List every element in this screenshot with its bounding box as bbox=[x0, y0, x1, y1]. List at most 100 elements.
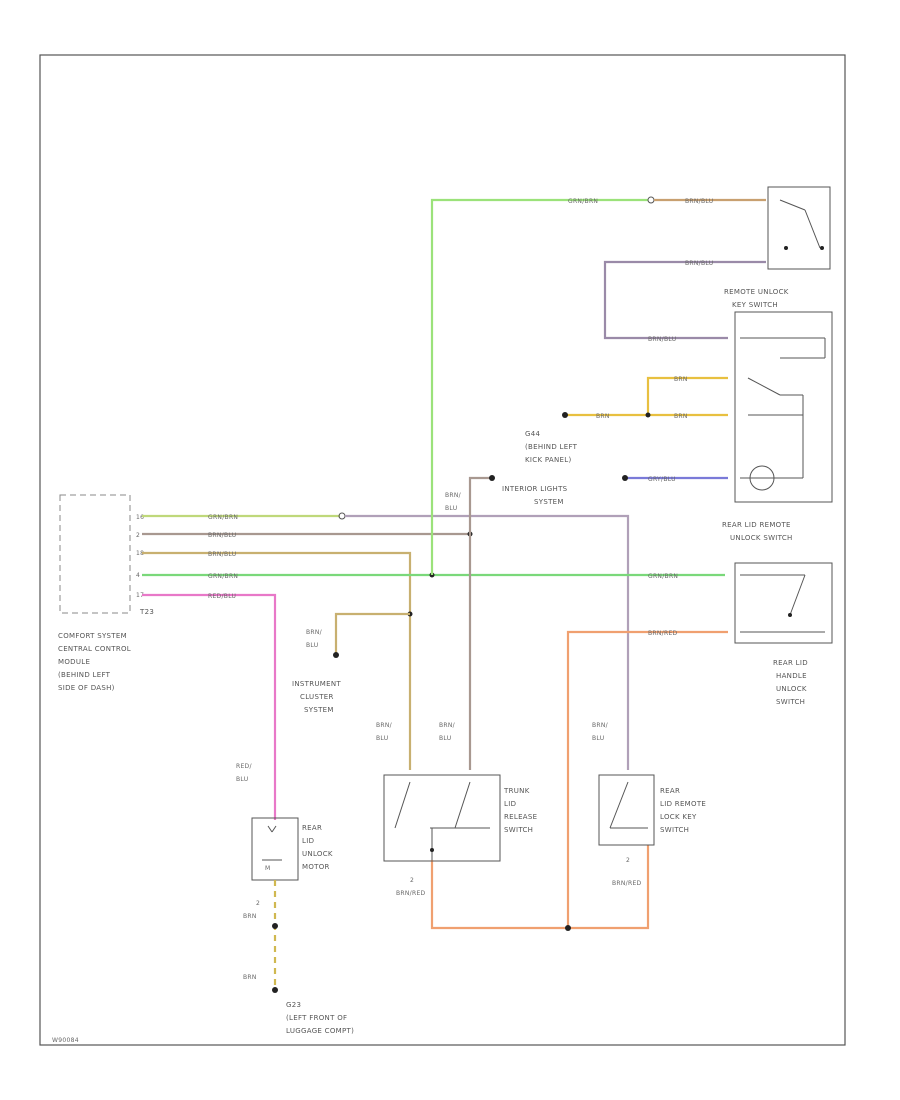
diagram-frame bbox=[39, 54, 846, 1046]
svg-text:BRN: BRN bbox=[243, 913, 257, 920]
gry-blu-point bbox=[622, 475, 628, 481]
wire-green-vertical bbox=[430, 198, 648, 575]
svg-text:UNLOCK SWITCH: UNLOCK SWITCH bbox=[730, 534, 793, 542]
svg-text:2: 2 bbox=[626, 857, 630, 864]
wire-brn-upper bbox=[646, 376, 728, 415]
svg-text:BLU: BLU bbox=[592, 735, 604, 742]
svg-text:TRUNK: TRUNK bbox=[503, 787, 530, 795]
remote-switch-label: REMOTE UNLOCK KEY SWITCH bbox=[724, 288, 789, 309]
t23-label: T23 bbox=[139, 608, 154, 616]
svg-text:LOCK KEY: LOCK KEY bbox=[660, 813, 697, 821]
svg-text:BLU: BLU bbox=[236, 776, 248, 783]
wire-interior-lights bbox=[468, 476, 492, 770]
svg-text:(BEHIND LEFT: (BEHIND LEFT bbox=[525, 443, 578, 451]
wire-label-w2: BRN/BLU bbox=[685, 198, 713, 205]
svg-text:REAR: REAR bbox=[660, 787, 680, 795]
brn2-label: 2 BRN bbox=[243, 900, 260, 920]
rear-lid-handle-switch bbox=[734, 562, 833, 644]
pin-5: 17 bbox=[136, 592, 144, 599]
splice-brn-red bbox=[565, 925, 571, 931]
wire-brn-red-top bbox=[566, 630, 728, 928]
pin-4: 4 bbox=[136, 572, 140, 579]
remote-unlock-key-switch bbox=[767, 186, 831, 270]
trunk-lid-release-switch bbox=[383, 774, 501, 862]
wire-label-w8: GRY/BLU bbox=[648, 476, 676, 483]
svg-text:MODULE: MODULE bbox=[58, 658, 90, 666]
comfort-module-box bbox=[59, 494, 131, 614]
svg-text:REMOTE UNLOCK: REMOTE UNLOCK bbox=[724, 288, 789, 296]
wire-row1b bbox=[345, 514, 630, 770]
wire-label-w6a: BRN bbox=[596, 413, 610, 420]
splice-g44 bbox=[645, 412, 651, 418]
svg-text:BRN/: BRN/ bbox=[592, 722, 609, 729]
brn-label: BRN bbox=[243, 974, 257, 981]
instrument-point bbox=[333, 652, 339, 658]
svg-text:RELEASE: RELEASE bbox=[504, 813, 537, 821]
svg-text:BLU: BLU bbox=[376, 735, 388, 742]
svg-text:BRN/RED: BRN/RED bbox=[396, 890, 426, 897]
svg-text:REAR LID: REAR LID bbox=[773, 659, 808, 667]
brn-blu-3: BRN/ BLU bbox=[592, 722, 609, 742]
trunk-lid-label: TRUNK LID RELEASE SWITCH bbox=[503, 787, 537, 834]
svg-text:KICK PANEL): KICK PANEL) bbox=[525, 456, 572, 464]
svg-text:SYSTEM: SYSTEM bbox=[534, 498, 564, 506]
wire-label-w4: BRN/BLU bbox=[648, 336, 676, 343]
red-blu-label: RED/ BLU bbox=[236, 763, 252, 783]
brn-blu-1: BRN/ BLU bbox=[376, 722, 392, 742]
svg-text:BLU: BLU bbox=[445, 505, 457, 512]
svg-text:BRN/: BRN/ bbox=[306, 629, 323, 636]
svg-text:INSTRUMENT: INSTRUMENT bbox=[292, 680, 341, 688]
shared-ground-1: 2 BRN/RED bbox=[396, 877, 426, 897]
wire-label-c2: BRN/BLU bbox=[208, 532, 236, 539]
brn-blu-top-label: BRN/ BLU bbox=[445, 492, 461, 512]
svg-text:G44: G44 bbox=[525, 430, 540, 438]
connector-pins: 16 2 18 4 17 bbox=[136, 514, 144, 599]
wire-label-w9: GRN/BRN bbox=[648, 573, 678, 580]
svg-text:UNLOCK: UNLOCK bbox=[776, 685, 807, 693]
svg-text:LUGGAGE COMPT): LUGGAGE COMPT) bbox=[286, 1027, 354, 1035]
wire-label-c4: GRN/BRN bbox=[208, 573, 238, 580]
wire-label-c1: GRN/BRN bbox=[208, 514, 238, 521]
svg-text:REAR: REAR bbox=[302, 824, 322, 832]
rear-lid-handle-label: REAR LID HANDLE UNLOCK SWITCH bbox=[773, 659, 808, 706]
wire-label-w5: BRN bbox=[674, 376, 688, 383]
svg-text:(BEHIND LEFT: (BEHIND LEFT bbox=[58, 671, 111, 679]
svg-text:RED/: RED/ bbox=[236, 763, 252, 770]
svg-text:MOTOR: MOTOR bbox=[302, 863, 330, 871]
ground-g44 bbox=[562, 412, 568, 418]
svg-text:BLU: BLU bbox=[306, 642, 318, 649]
pin-2: 2 bbox=[136, 532, 140, 539]
instrument-label: INSTRUMENT CLUSTER SYSTEM bbox=[292, 680, 341, 714]
g44-label: G44 (BEHIND LEFT KICK PANEL) bbox=[525, 430, 578, 464]
ground-g23 bbox=[272, 987, 278, 993]
svg-text:CLUSTER: CLUSTER bbox=[300, 693, 334, 701]
svg-text:(LEFT FRONT OF: (LEFT FRONT OF bbox=[286, 1014, 347, 1022]
svg-text:BRN/: BRN/ bbox=[439, 722, 456, 729]
rear-lid-remote-label: REAR LID REMOTE UNLOCK SWITCH bbox=[722, 521, 793, 542]
svg-text:SIDE OF DASH): SIDE OF DASH) bbox=[58, 684, 115, 692]
shared-ground-2: 2 BRN/RED bbox=[612, 857, 641, 887]
svg-text:BLU: BLU bbox=[439, 735, 451, 742]
wire-instrument bbox=[334, 612, 410, 655]
wire-label-c5: RED/BLU bbox=[208, 593, 236, 600]
interior-lights-point bbox=[489, 475, 495, 481]
wire-label-w3: BRN/BLU bbox=[685, 260, 713, 267]
svg-text:SYSTEM: SYSTEM bbox=[304, 706, 334, 714]
svg-text:LID REMOTE: LID REMOTE bbox=[660, 800, 706, 808]
svg-text:UNLOCK: UNLOCK bbox=[302, 850, 333, 858]
rear-lid-lock-key-switch bbox=[598, 774, 655, 846]
comfort-module-label: COMFORT SYSTEM CENTRAL CONTROL MODULE (B… bbox=[58, 632, 131, 692]
motor-symbol: M bbox=[265, 865, 270, 872]
svg-text:REAR LID REMOTE: REAR LID REMOTE bbox=[722, 521, 791, 529]
svg-text:INTERIOR LIGHTS: INTERIOR LIGHTS bbox=[502, 485, 568, 493]
svg-text:COMFORT SYSTEM: COMFORT SYSTEM bbox=[58, 632, 127, 640]
svg-text:KEY SWITCH: KEY SWITCH bbox=[732, 301, 778, 309]
wire-row3 bbox=[142, 551, 412, 770]
wire-label-w6b: BRN bbox=[674, 413, 688, 420]
wire-label-w10: BRN/RED bbox=[648, 630, 678, 637]
svg-text:2: 2 bbox=[410, 877, 414, 884]
splice-top bbox=[647, 196, 655, 204]
wire-row5 bbox=[142, 593, 277, 820]
interior-lights-label: INTERIOR LIGHTS SYSTEM bbox=[502, 485, 568, 506]
